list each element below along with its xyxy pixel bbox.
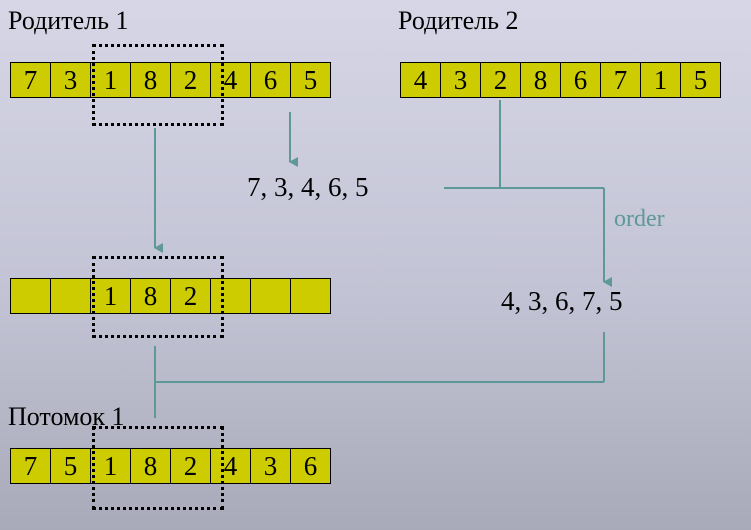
parent2-label: Родитель 2 <box>398 6 519 35</box>
offspring-gene: 1 <box>90 448 131 484</box>
parent1-gene: 6 <box>250 62 291 98</box>
order-label: order <box>614 206 665 232</box>
partial-gene <box>50 278 91 314</box>
partial-gene <box>290 278 331 314</box>
offspring-gene: 5 <box>50 448 91 484</box>
parent2-gene: 6 <box>560 62 601 98</box>
offspring-gene: 2 <box>170 448 211 484</box>
parent2-gene: 3 <box>440 62 481 98</box>
parent2-gene: 8 <box>520 62 561 98</box>
offspring-gene: 7 <box>10 448 51 484</box>
remaining-genes-sequence: 7, 3, 4, 6, 5 <box>247 172 369 202</box>
partial-gene <box>250 278 291 314</box>
partial-gene <box>210 278 251 314</box>
partial-offspring-chromosome: 1 8 2 <box>10 278 331 314</box>
parent1-gene: 5 <box>290 62 331 98</box>
offspring-gene: 3 <box>250 448 291 484</box>
offspring-gene: 8 <box>130 448 171 484</box>
parent1-gene: 3 <box>50 62 91 98</box>
parent2-gene: 1 <box>640 62 681 98</box>
parent2-chromosome: 4 3 2 8 6 7 1 5 <box>400 62 721 98</box>
offspring-gene: 4 <box>210 448 251 484</box>
ordered-genes-sequence: 4, 3, 6, 7, 5 <box>501 286 623 316</box>
offspring-gene: 6 <box>290 448 331 484</box>
partial-gene: 1 <box>90 278 131 314</box>
offspring-chromosome: 7 5 1 8 2 4 3 6 <box>10 448 331 484</box>
parent2-gene: 4 <box>400 62 441 98</box>
parent1-gene: 4 <box>210 62 251 98</box>
parent1-label: Родитель 1 <box>8 6 129 35</box>
parent1-chromosome: 7 3 1 8 2 4 6 5 <box>10 62 331 98</box>
parent2-gene: 5 <box>680 62 721 98</box>
